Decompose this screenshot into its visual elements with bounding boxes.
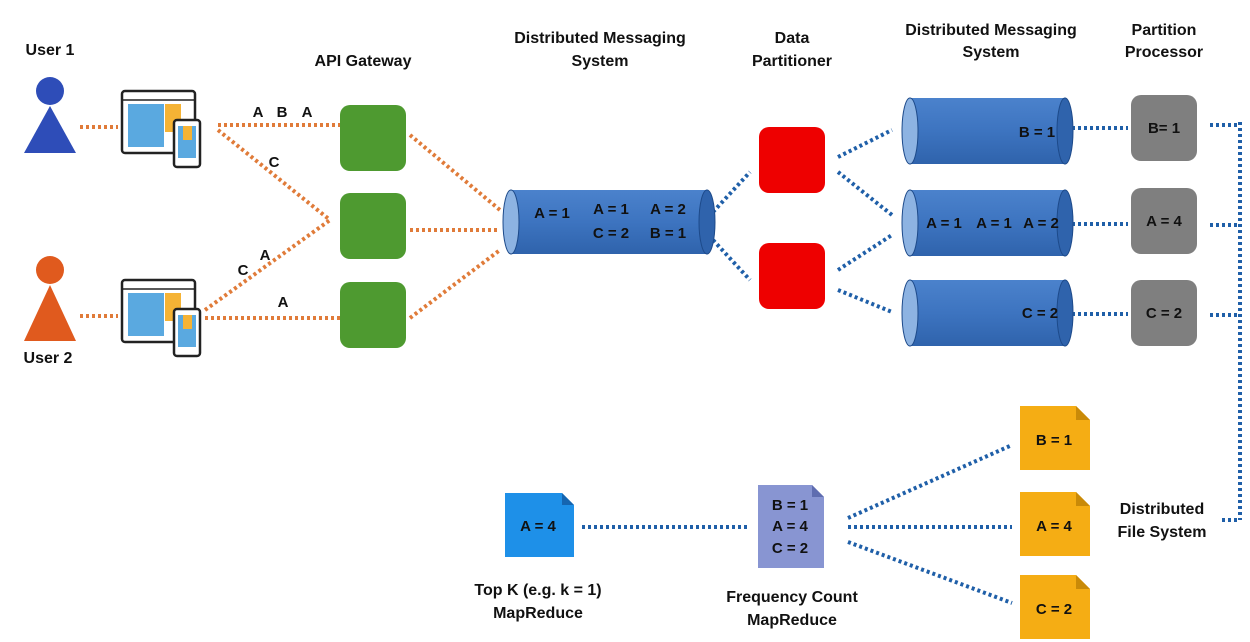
link-device2-gateway2 [203, 218, 332, 312]
edge-label-a: A [302, 104, 313, 121]
device2-icon [120, 278, 202, 358]
partition-queue-2-cylinder [901, 189, 1074, 257]
user2-head-icon [36, 256, 64, 284]
partition-queue-item: A = 2 [1023, 215, 1059, 232]
link-device1-gateway2 [216, 128, 332, 222]
main-queue-cylinder [502, 189, 716, 255]
dfs-file-value: C = 2 [1036, 601, 1072, 618]
edge-label-c: C [269, 154, 280, 171]
main-queue-item: A = 2 [650, 201, 686, 218]
processor-value: C = 2 [1146, 305, 1182, 322]
link-gateway1-queue [408, 133, 502, 212]
blue-links [582, 122, 1242, 605]
device1-icon [120, 89, 202, 169]
gateway-node-1 [340, 105, 406, 171]
main-queue-item: A = 1 [593, 201, 629, 218]
link-queue-partitioner2 [711, 238, 752, 282]
main-queue-item: A = 1 [534, 205, 570, 222]
processor-value: B= 1 [1148, 120, 1180, 137]
partition-messaging-subtitle: System [963, 44, 1020, 61]
frequency-count-value: C = 2 [772, 540, 808, 557]
link-partitioner2-pq2 [836, 233, 894, 272]
partitioner-node-1 [759, 127, 825, 193]
topk-subtitle: MapReduce [493, 605, 583, 622]
processor-value: A = 4 [1146, 213, 1182, 230]
partition-queue-item: C = 2 [1022, 305, 1058, 322]
frequency-count-value: A = 4 [772, 518, 808, 535]
dfs-file-2-icon [1020, 492, 1090, 556]
partition-messaging-title: Distributed Messaging [905, 22, 1077, 39]
frequency-count-value: B = 1 [772, 497, 808, 514]
topk-doc-icon [505, 493, 574, 557]
partition-queue-3-cylinder [901, 279, 1074, 347]
messaging-system-title: Distributed Messaging [514, 30, 686, 47]
edge-label-a: A [260, 247, 271, 264]
processor-node-2 [1131, 188, 1197, 254]
edge-label-a: A [253, 104, 264, 121]
partitioner-subtitle: Partitioner [752, 53, 832, 70]
dfs-title: Distributed [1120, 501, 1204, 518]
main-queue-item: C = 2 [593, 225, 629, 242]
partition-queue-item: A = 1 [976, 215, 1012, 232]
user2-label: User 2 [24, 350, 73, 367]
api-gateway-title: API Gateway [315, 53, 412, 70]
main-queue-item: B = 1 [650, 225, 686, 242]
partitioner-node-2 [759, 243, 825, 309]
gateway-node-3 [340, 282, 406, 348]
processor-subtitle: Processor [1125, 44, 1203, 61]
link-gateway3-queue [408, 248, 502, 320]
edge-label-c: C [238, 262, 249, 279]
frequency-count-title: Frequency Count [726, 589, 858, 606]
dfs-file-value: A = 4 [1036, 518, 1072, 535]
frequency-count-doc-icon [758, 485, 824, 568]
edge-label-a: A [278, 294, 289, 311]
link-partitioner1-pq1 [837, 128, 893, 159]
frequency-count-subtitle: MapReduce [747, 612, 837, 629]
messaging-system-subtitle: System [572, 53, 629, 70]
link-freq-file3 [847, 540, 1013, 605]
dfs-file-value: B = 1 [1036, 432, 1072, 449]
dfs-file-1-icon [1020, 406, 1090, 470]
user2 [24, 256, 76, 341]
processor-title: Partition [1132, 22, 1197, 39]
edge-label-b: B [277, 104, 288, 121]
dfs-subtitle: File System [1118, 524, 1207, 541]
topk-value: A = 4 [520, 518, 556, 535]
gateway-node-2 [340, 193, 406, 259]
partitioner-title: Data [775, 30, 810, 47]
user2-body-icon [24, 285, 76, 341]
partition-queue-item: B = 1 [1019, 124, 1055, 141]
processor-node-1 [1131, 95, 1197, 161]
partition-queue-1-cylinder [901, 97, 1074, 165]
link-queue-partitioner1 [711, 170, 752, 214]
user1-body-icon [24, 106, 76, 153]
orange-links [80, 123, 502, 320]
processor-node-3 [1131, 280, 1197, 346]
partition-queue-item: A = 1 [926, 215, 962, 232]
user1-head-icon [36, 77, 64, 105]
dfs-file-3-icon [1020, 575, 1090, 639]
link-partitioner2-pq3 [837, 288, 893, 314]
topk-title: Top K (e.g. k = 1) [474, 582, 601, 599]
user1 [24, 77, 76, 153]
link-freq-file1 [847, 443, 1013, 520]
user1-label: User 1 [26, 42, 75, 59]
link-partitioner1-pq2 [836, 170, 894, 217]
